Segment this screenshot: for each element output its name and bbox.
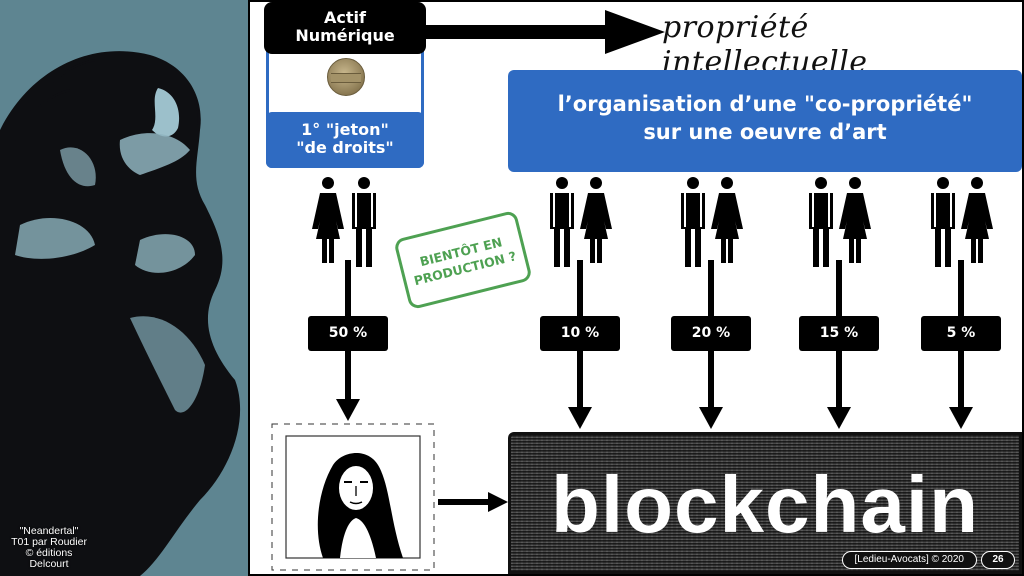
neanderthal-illustration: "Neandertal" T01 par Roudier © éditions … <box>0 0 248 576</box>
asset-title-line1: Actif <box>324 8 366 27</box>
man-figure-icon <box>681 177 705 267</box>
blockchain-label: blockchain <box>551 460 979 549</box>
woman-figure-icon <box>711 177 743 263</box>
asset-title-line2: Numérique <box>295 26 395 45</box>
token-label-line2: "de droits" <box>296 138 394 157</box>
owner-pair-1 <box>310 177 390 267</box>
credit-author: T01 par Roudier <box>11 536 87 548</box>
credit-title: "Neandertal" <box>19 525 79 537</box>
footer-credit: [Ledieu-Avocats] © 2020 <box>841 551 977 569</box>
page-number: 26 <box>981 551 1015 569</box>
woman-figure-icon <box>580 177 612 263</box>
down-arrow-icon <box>336 351 360 421</box>
woman-man-icon <box>312 177 376 267</box>
callout-line1: l’organisation d’une "co-propriété" <box>557 92 973 116</box>
man-figure-icon <box>550 177 574 267</box>
slide: Actif Numérique 1° "jeton" "de droits" p… <box>250 2 1022 574</box>
illustration-credit: "Neandertal" T01 par Roudier © éditions … <box>6 526 92 570</box>
down-arrow-icon <box>699 351 723 429</box>
digital-asset-title: Actif Numérique <box>264 2 426 54</box>
share-badge: 20 % <box>671 316 751 351</box>
owner-pair-3 <box>673 177 753 267</box>
mona-lisa-stamp-icon <box>271 423 435 571</box>
man-woman-icon <box>550 177 612 267</box>
down-arrow-icon <box>827 351 851 429</box>
connector-line <box>958 260 964 320</box>
owner-pair-2 <box>542 177 622 267</box>
connector-line <box>836 260 842 320</box>
share-badge: 10 % <box>540 316 620 351</box>
man-figure-icon <box>809 177 833 267</box>
down-arrow-icon <box>949 351 973 429</box>
woman-figure-icon <box>839 177 871 263</box>
owner-pair-4 <box>801 177 881 267</box>
man-woman-icon <box>809 177 871 267</box>
coming-soon-stamp: BIENTÔT EN PRODUCTION ? <box>393 209 533 311</box>
callout-line2: sur une oeuvre d’art <box>643 120 887 144</box>
token-label-line1: 1° "jeton" <box>301 120 389 139</box>
right-arrow-small-icon <box>438 492 508 512</box>
woman-figure-icon <box>961 177 993 263</box>
man-figure-icon <box>931 177 955 267</box>
credit-publisher: © éditions Delcourt <box>25 547 73 570</box>
man-woman-icon <box>931 177 993 267</box>
rights-token-label: 1° "jeton" "de droits" <box>266 112 424 168</box>
connector-line <box>708 260 714 320</box>
share-badge: 5 % <box>921 316 1001 351</box>
man-figure-icon <box>352 177 376 267</box>
man-woman-icon <box>681 177 743 267</box>
woman-figure-icon <box>312 177 344 263</box>
co-ownership-callout: l’organisation d’une "co-propriété" sur … <box>508 70 1022 172</box>
down-arrow-icon <box>568 351 592 429</box>
owner-pair-5 <box>923 177 1003 267</box>
right-arrow-icon <box>425 10 665 54</box>
blockchain-block: blockchain [Ledieu-Avocats] © 2020 26 <box>508 432 1022 574</box>
connector-line <box>345 260 351 320</box>
token-coin-icon <box>327 58 365 96</box>
share-badge: 50 % <box>308 316 388 351</box>
connector-line <box>577 260 583 320</box>
share-badge: 15 % <box>799 316 879 351</box>
neanderthal-figure-icon <box>0 51 241 576</box>
